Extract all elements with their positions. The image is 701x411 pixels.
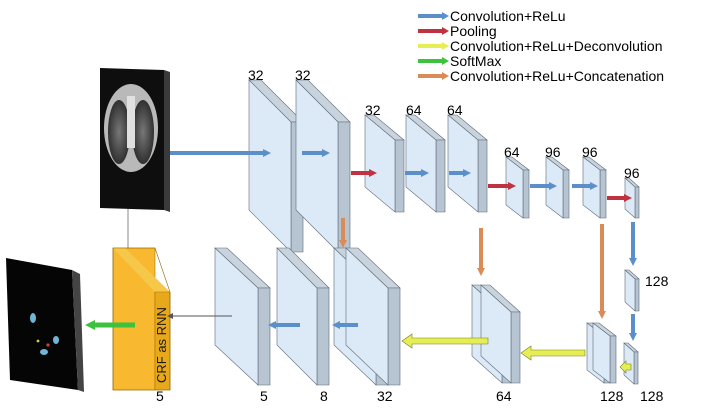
encoder-block-7 xyxy=(545,156,570,219)
conv-arrow-left xyxy=(332,321,358,329)
conv-arrow xyxy=(572,182,598,190)
channel-label: 96 xyxy=(545,144,561,160)
legend-label: Convolution+ReLu xyxy=(450,8,566,24)
pooling-arrow xyxy=(488,182,516,190)
conv-arrow-down xyxy=(629,314,637,341)
channel-label: 96 xyxy=(624,165,640,181)
deconv-arrow xyxy=(401,333,489,349)
encoder-block-1 xyxy=(248,79,304,253)
channel-label: 128 xyxy=(600,388,624,404)
conv-arrow-left xyxy=(268,321,300,329)
bottleneck-block xyxy=(624,269,640,312)
concat-arrow xyxy=(598,224,606,319)
channel-label: 64 xyxy=(406,102,422,118)
legend-item-pooling: Pooling xyxy=(418,23,497,39)
deconv-arrow xyxy=(619,360,632,374)
concat-arrows xyxy=(339,218,606,319)
channel-label: 128 xyxy=(645,273,669,289)
channel-label: 64 xyxy=(504,144,520,160)
deconv-arrows xyxy=(401,333,632,374)
channel-label: 5 xyxy=(156,388,164,404)
decoder-block-128-b xyxy=(592,322,617,384)
legend-label: Convolution+ReLu+Deconvolution xyxy=(450,38,662,54)
channel-label: 64 xyxy=(447,102,463,118)
pooling-arrow xyxy=(607,194,632,202)
legend-label: SoftMax xyxy=(450,53,501,69)
decoder-block-64-b xyxy=(480,284,521,384)
channel-label: 32 xyxy=(295,67,311,83)
encoder-block-6 xyxy=(505,156,530,219)
crf-as-rnn-block: CRF as RNN xyxy=(112,247,171,391)
channel-label: 5 xyxy=(260,388,268,404)
deconv-arrow xyxy=(520,345,586,361)
channel-label: 32 xyxy=(377,388,393,404)
decoder-block-8 xyxy=(276,247,330,386)
softmax-arrow xyxy=(85,320,135,330)
legend-item-concatenation: Convolution+ReLu+Concatenation xyxy=(418,68,664,84)
encoder-block-3 xyxy=(364,114,405,213)
channel-label: 32 xyxy=(365,102,381,118)
crf-label: CRF as RNN xyxy=(154,307,169,383)
pooling-arrow xyxy=(351,169,377,177)
legend-item-deconvolution: Convolution+ReLu+Deconvolution xyxy=(418,38,662,54)
encoder-block-2 xyxy=(295,79,351,253)
conv-arrow xyxy=(170,149,271,157)
input-ct-image xyxy=(100,68,170,212)
encoder-block-5 xyxy=(447,114,488,213)
concat-arrow xyxy=(477,228,485,276)
legend-label: Pooling xyxy=(450,23,497,39)
decoder-block-32-b xyxy=(345,247,401,386)
legend-label: Convolution+ReLu+Concatenation xyxy=(450,68,664,84)
output-segmentation-image xyxy=(6,258,84,392)
conv-arrow xyxy=(405,169,429,177)
conv-arrow-down xyxy=(629,222,637,266)
conv-arrow xyxy=(302,149,330,157)
pooling-arrows xyxy=(351,169,632,202)
decoder-channel-labels: 128 128 64 32 8 5 5 xyxy=(156,388,664,404)
conv-arrows xyxy=(170,149,637,341)
decoder-to-crf-arrow xyxy=(167,313,232,319)
legend: Convolution+ReLu Pooling Convolution+ReL… xyxy=(418,8,664,84)
legend-item-convolution-relu: Convolution+ReLu xyxy=(418,8,566,24)
concat-arrow xyxy=(339,218,347,248)
legend-item-softmax: SoftMax xyxy=(418,53,501,69)
channel-label: 128 xyxy=(640,388,664,404)
decoder-block-128-small xyxy=(623,342,639,385)
decoder-block-5 xyxy=(214,247,271,386)
conv-arrow xyxy=(530,182,557,190)
encoder-channel-labels: 32 32 32 64 64 64 96 96 96 128 xyxy=(248,67,669,289)
encoder-block-4 xyxy=(405,114,446,213)
channel-label: 96 xyxy=(582,144,598,160)
channel-label: 32 xyxy=(248,67,264,83)
channel-label: 64 xyxy=(496,388,512,404)
conv-arrow xyxy=(449,169,471,177)
channel-label: 8 xyxy=(320,388,328,404)
